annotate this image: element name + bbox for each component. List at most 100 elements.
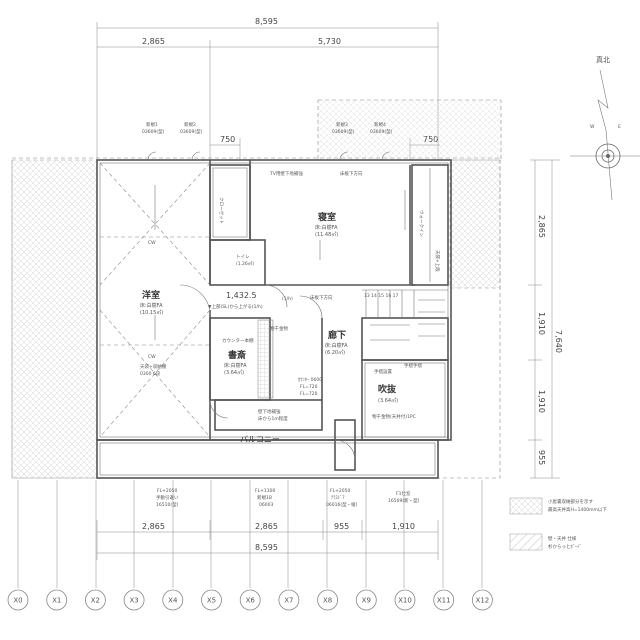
grid-label-text: X8 (323, 597, 332, 605)
legend: 小屋裏収納部分を示す 最高天井高H=1400mm以下 壁・天井 仕様 杉からっと… (509, 497, 607, 551)
note-closet-floor: FL=720 (300, 384, 318, 390)
grid-label-x9: X9 (355, 589, 377, 611)
note-wall-reinforce-2: 床から1m程度 (258, 415, 288, 422)
window-bottom-4-fl: F1仕窓 (396, 490, 411, 497)
note-walk-in: ウォークイン (418, 210, 425, 237)
window-bottom-1-spec: 手動引違い (156, 494, 179, 501)
grid-label-text: X9 (362, 597, 371, 605)
compass-label: 真北 (596, 55, 610, 64)
grid-label-text: X2 (91, 597, 100, 605)
window-bottom-1-fl: FL+2050 (157, 488, 177, 494)
note-center-dim: 1,432.5 (226, 291, 257, 300)
room-bedroom-area: (11.48㎡) (315, 231, 338, 238)
right-dimensions: 7,640 2,865 1,910 1,910 955 (528, 159, 563, 479)
note-cw-1: CW (148, 240, 156, 246)
room-bedroom-floor: 床:白樹FA (315, 224, 338, 231)
room-toilet-name: トイレ (236, 255, 250, 260)
room-hall-floor: 床:白樹FA (325, 342, 348, 349)
room-hall-name: 廊下 (328, 329, 346, 341)
note-built-in-2: 0300 6段 (140, 370, 161, 377)
room-study-area: (3.64㎡) (224, 369, 244, 376)
grid-label-x0: X0 (7, 589, 29, 611)
room-bedroom-name: 寝室 (318, 211, 336, 223)
dim-right-1: 2,865 (537, 215, 546, 238)
legend-swatch-attic (509, 497, 543, 515)
note-storage-2: 床板下方向 (310, 294, 333, 301)
note-handrail: 手摺手摺 (404, 362, 422, 369)
window-top-4-code: 03609(型) (370, 128, 393, 135)
dim-top-right: 5,730 (318, 37, 341, 46)
room-study-name: 書斎 (228, 349, 246, 361)
note-wic: 天袋+上段 (434, 250, 441, 272)
note-storage: 床板下方向 (340, 170, 363, 177)
exterior-walls (96, 159, 452, 479)
note-center-2: (1/h) (282, 296, 293, 302)
room-western-name: 洋室 (142, 289, 160, 301)
room-labels: 寝室 床:白樹FA (11.48㎡) 洋室 床:白樹FA (10.15㎡) 書斎… (140, 211, 398, 444)
stairs: 13 14 15 16 17 (364, 290, 445, 341)
grid-label-x11: X11 (433, 589, 455, 611)
dim-right-4: 955 (537, 450, 546, 465)
legend-1-line1: 小屋裏収納部分を示す (548, 498, 593, 505)
room-study-floor: 床:白樹FA (224, 362, 247, 369)
window-top-3-name: 新規3 (336, 121, 348, 128)
note-center: ▼上部(SL)から上がる(1/h) (208, 303, 263, 310)
window-bottom-3-spec: ﾃﾗｽﾄﾞｱ (331, 494, 345, 501)
window-top-1-name: 新規1 (146, 121, 158, 128)
stair-numbers: 13 14 15 16 17 (364, 293, 398, 299)
dim-right-2: 1,910 (537, 312, 546, 335)
window-top-2-name: 新規2 (184, 121, 196, 128)
grid-label-x12: X12 (471, 589, 493, 611)
grid-label-x7: X7 (278, 589, 300, 611)
window-top-1-code: 03609(型) (142, 128, 165, 135)
room-hall-area: (6.20㎡) (325, 349, 345, 356)
legend-2-line2: 杉からっとﾎﾞｰﾄﾞ (548, 543, 582, 550)
window-bottom-2-fl: FL+1300 (255, 488, 275, 494)
grid-label-x2: X2 (85, 589, 106, 611)
grid-label-text: X4 (168, 597, 178, 605)
note-built-in: 天袋+収納棚 (140, 363, 167, 370)
interior-walls (209, 160, 449, 471)
grid-label-x5: X5 (201, 589, 222, 611)
compass-e: E (618, 124, 621, 130)
note-hall-fl: FL=720 (300, 391, 318, 397)
room-toilet-area: (1.26㎡) (236, 260, 254, 267)
dim-right-overall: 7,640 (554, 330, 563, 353)
note-cw-2: CW (148, 354, 156, 360)
grid-label-x3: X3 (123, 589, 145, 611)
grid-label-text: X0 (13, 597, 22, 605)
grid-label-text: X11 (437, 597, 451, 605)
grid-label-text: X12 (476, 597, 490, 605)
note-closet: クローゼット (218, 197, 225, 224)
grid-label-x10: X10 (394, 589, 416, 611)
grid-label-text: X5 (207, 597, 216, 605)
notes: TV用壁下地補強 床板下方向 床板下方向 1,432.5 ▼上部(SL)から上が… (140, 170, 441, 422)
window-bottom-3-fl: FL+2050 (330, 488, 350, 494)
window-top-2-code: 03609(型) (180, 128, 203, 135)
note-wall-reinforce: 壁下地補強 (258, 408, 281, 415)
legend-swatch-wall (509, 533, 543, 551)
compass: 真北 W E (570, 55, 640, 201)
dim-bottom-1: 2,865 (142, 522, 165, 531)
note-study: カウンター本棚 (222, 337, 254, 344)
room-western-floor: 床:白樹FA (140, 302, 163, 309)
grid-label-text: X3 (129, 597, 138, 605)
window-bottom-3-code: 06016(型・縦) (326, 501, 358, 508)
dim-bottom-overall: 8,595 (255, 543, 278, 552)
grid-label-x4: X4 (162, 589, 184, 611)
legend-2-line1: 壁・天井 仕様 (548, 535, 577, 542)
doors (179, 284, 356, 461)
room-western-area: (10.15㎡) (140, 309, 163, 316)
grid-label-x8: X8 (317, 589, 339, 611)
window-bottom-2-spec: 新規1B (257, 494, 272, 501)
note-stairs-2: 物干金物(天井付)1PC (372, 413, 416, 420)
room-void-area: (3.64㎡) (378, 397, 398, 404)
window-bottom-1-code: 16510(型) (156, 501, 179, 508)
western-room-diagonals (99, 162, 211, 438)
dim-top-seg-a: 750 (220, 135, 235, 144)
grid-label-text: X1 (52, 597, 61, 605)
legend-1-line2: 最高天井高H=1400mm以下 (548, 506, 607, 513)
dim-top-left: 2,865 (142, 37, 165, 46)
note-stairs: 手摺設置 (374, 368, 392, 375)
